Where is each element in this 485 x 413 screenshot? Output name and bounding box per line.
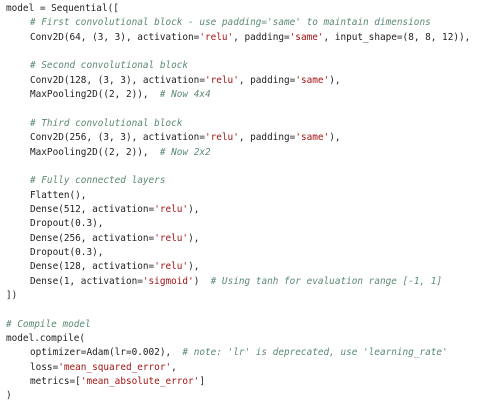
code-text: loss= (30, 361, 59, 373)
code-line: # Fully connected layers (30, 174, 165, 188)
code-text: , padding= (238, 132, 296, 144)
code-line: Conv2D(64, (3, 3), activation='relu', pa… (30, 31, 470, 45)
code-line: Dense(128, activation='relu'), (30, 260, 199, 274)
code-text: ) (6, 390, 12, 402)
code-line: Dense(256, activation='relu'), (30, 232, 199, 246)
code-string: 'relu' (199, 31, 234, 43)
code-line: Dropout(0.3), (30, 217, 103, 231)
code-text: , (171, 361, 177, 373)
code-comment: # note: 'lr' is deprecated, use 'learnin… (182, 347, 448, 359)
code-text: ), (188, 203, 200, 215)
code-string: 'sigmoid' (142, 275, 194, 287)
code-comment: # Compile model (6, 318, 91, 330)
code-line: # Third convolutional block (30, 117, 182, 131)
code-text: Dense(128, activation= (30, 261, 155, 273)
code-text: ) (193, 275, 211, 287)
code-string: 'relu' (154, 203, 189, 215)
code-comment: # Now 2x2 (159, 146, 211, 158)
code-text: ), (329, 74, 341, 86)
code-line: MaxPooling2D((2, 2)), # Now 2x2 (30, 146, 211, 160)
code-line: # Second convolutional block (30, 59, 188, 73)
code-text: , padding= (238, 74, 296, 86)
code-comment: # First convolutional block - use paddin… (30, 17, 431, 29)
code-comment: # Third convolutional block (30, 117, 183, 129)
code-string: 'same' (295, 132, 330, 144)
code-text: ), (329, 132, 341, 144)
code-line: Flatten(), (30, 189, 86, 203)
code-text: ] (199, 376, 205, 388)
code-text: optimizer=Adam(lr=0.002), (30, 347, 183, 359)
code-text: MaxPooling2D((2, 2)), (30, 89, 160, 101)
code-line: loss='mean_squared_error', (30, 361, 177, 375)
code-line: Conv2D(128, (3, 3), activation='relu', p… (30, 74, 340, 88)
code-string: 'relu' (204, 132, 239, 144)
code-text: model = Sequential([ (6, 3, 119, 14)
code-string: 'mean_absolute_error' (80, 376, 200, 388)
code-line: ]) (6, 289, 17, 303)
code-comment: # Now 4x4 (159, 89, 211, 101)
code-text: Dense(256, activation= (30, 232, 155, 244)
code-comment: # Using tanh for evaluation range [-1, 1… (210, 275, 443, 287)
code-line: Conv2D(256, (3, 3), activation='relu', p… (30, 131, 340, 145)
code-text: Dense(1, activation= (30, 275, 143, 287)
code-line: metrics=['mean_absolute_error'] (30, 375, 205, 389)
code-line: # First convolutional block - use paddin… (30, 16, 431, 30)
code-line: Dense(512, activation='relu'), (30, 203, 199, 217)
code-string: 'relu' (154, 261, 189, 273)
code-string: 'relu' (154, 232, 189, 244)
code-text: MaxPooling2D((2, 2)), (30, 146, 160, 158)
code-text: Conv2D(256, (3, 3), activation= (30, 132, 205, 144)
code-text: model.compile( (6, 333, 86, 345)
code-line: ) (6, 389, 12, 403)
code-text: Dropout(0.3), (30, 218, 104, 230)
code-line: Dense(1, activation='sigmoid') # Using t… (30, 275, 442, 289)
code-text: ]) (6, 290, 18, 301)
code-string: 'mean_squared_error' (58, 361, 172, 373)
code-text: metrics=[ (30, 376, 81, 388)
code-comment: # Fully connected layers (30, 175, 166, 187)
code-line: Dropout(0.3), (30, 246, 103, 260)
code-string: 'same' (289, 31, 324, 43)
code-line: model.compile( (6, 332, 85, 346)
code-comment: # Second convolutional block (30, 60, 189, 72)
code-string: 'same' (295, 74, 330, 86)
code-text: ), (188, 232, 200, 244)
code-line: MaxPooling2D((2, 2)), # Now 4x4 (30, 88, 211, 102)
code-text: Conv2D(128, (3, 3), activation= (30, 74, 205, 86)
code-text: , input_shape=(8, 8, 12)), (323, 31, 471, 43)
code-text: Conv2D(64, (3, 3), activation= (30, 31, 200, 43)
code-line: optimizer=Adam(lr=0.002), # note: 'lr' i… (30, 346, 448, 360)
code-line: # Compile model (6, 318, 91, 332)
code-line: model = Sequential([ (6, 2, 119, 16)
code-text: Flatten(), (30, 189, 87, 201)
code-string: 'relu' (204, 74, 239, 86)
code-text: Dropout(0.3), (30, 246, 104, 258)
code-text: , padding= (233, 31, 290, 43)
code-text: Dense(512, activation= (30, 203, 155, 215)
code-text: ), (188, 261, 200, 273)
